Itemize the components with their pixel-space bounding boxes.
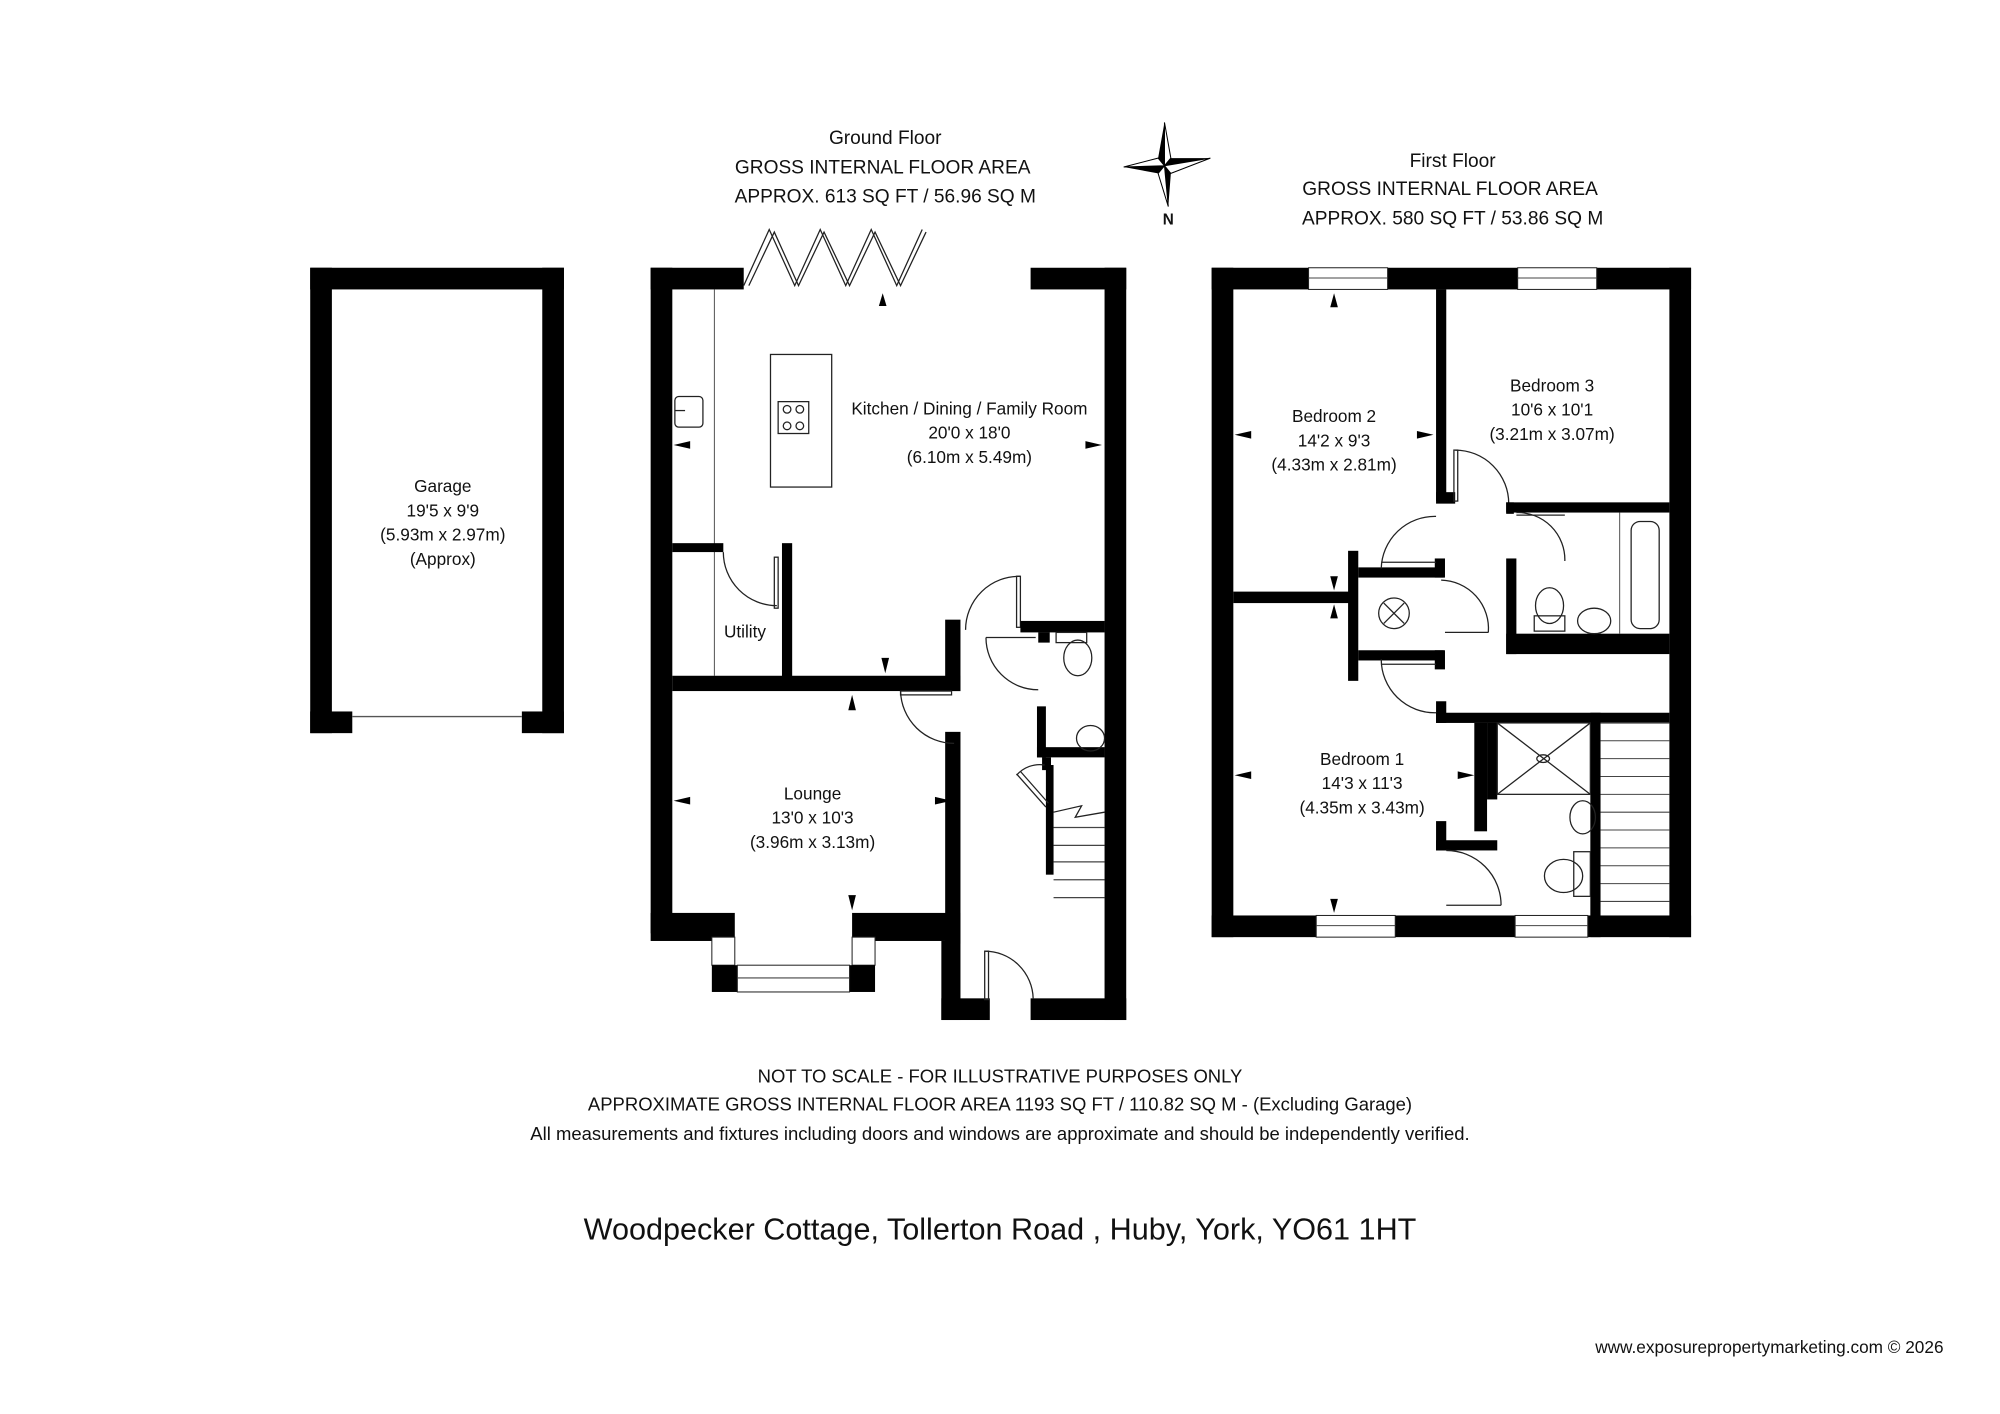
first-floor-heading: First Floor GROSS INTERNAL FLOOR AREA AP…	[1302, 151, 1603, 229]
first-floor-dimension-arrows	[1234, 293, 1475, 913]
kitchen-dining-family-label: Kitchen / Dining / Family Room	[851, 398, 1087, 418]
first-floor-area-value: APPROX. 580 SQ FT / 53.86 SQ M	[1302, 208, 1603, 229]
ground-floor-area-value: APPROX. 613 SQ FT / 56.96 SQ M	[735, 187, 1036, 208]
bedroom-1-label: Bedroom 1	[1320, 749, 1404, 769]
svg-text:(4.33m x 2.81m): (4.33m x 2.81m)	[1271, 454, 1396, 474]
ground-floor-heading: Ground Floor GROSS INTERNAL FLOOR AREA A…	[735, 128, 1036, 208]
bedroom-2-label: Bedroom 2	[1292, 406, 1376, 426]
website-credit: www.exposurepropertymarketing.com © 2026	[1594, 1337, 1943, 1357]
lounge-label: Lounge	[784, 783, 841, 803]
garage-label: Garage	[414, 476, 471, 496]
ground-floor-plan: Kitchen / Dining / Family Room 20'0 x 18…	[650, 227, 1127, 1021]
ground-floor-title: Ground Floor	[829, 128, 942, 149]
svg-text:(6.10m x 5.49m): (6.10m x 5.49m)	[907, 447, 1032, 467]
svg-text:14'3 x 11'3: 14'3 x 11'3	[1322, 773, 1403, 793]
utility-label: Utility	[724, 622, 766, 642]
svg-text:14'2 x 9'3: 14'2 x 9'3	[1298, 430, 1371, 450]
property-address: Woodpecker Cottage, Tollerton Road , Hub…	[584, 1212, 1417, 1246]
compass-label: N	[1163, 211, 1174, 228]
first-floor-plan: Bedroom 2 14'2 x 9'3 (4.33m x 2.81m) Bed…	[1211, 267, 1692, 938]
svg-text:13'0 x 10'3: 13'0 x 10'3	[772, 808, 854, 828]
disclaimer: NOT TO SCALE - FOR ILLUSTRATIVE PURPOSES…	[530, 1065, 1469, 1143]
svg-text:20'0 x 18'0: 20'0 x 18'0	[928, 423, 1010, 443]
disclaimer-line-2: APPROXIMATE GROSS INTERNAL FLOOR AREA 11…	[588, 1094, 1412, 1115]
bedroom-3-label: Bedroom 3	[1510, 375, 1594, 395]
first-floor-area-label: GROSS INTERNAL FLOOR AREA	[1302, 179, 1598, 200]
svg-text:19'5 x 9'9: 19'5 x 9'9	[407, 500, 480, 520]
compass-north-icon: N	[1123, 122, 1211, 228]
garage-plan: Garage 19'5 x 9'9 (5.93m x 2.97m) (Appro…	[310, 267, 564, 734]
svg-text:(3.21m x 3.07m): (3.21m x 3.07m)	[1489, 424, 1614, 444]
first-floor-title: First Floor	[1410, 151, 1497, 172]
svg-text:(3.96m x 3.13m): (3.96m x 3.13m)	[750, 832, 875, 852]
ground-floor-area-label: GROSS INTERNAL FLOOR AREA	[735, 157, 1031, 178]
svg-text:10'6 x 10'1: 10'6 x 10'1	[1511, 400, 1593, 420]
disclaimer-line-3: All measurements and fixtures including …	[530, 1123, 1469, 1144]
disclaimer-line-1: NOT TO SCALE - FOR ILLUSTRATIVE PURPOSES…	[758, 1065, 1243, 1086]
dimension-arrows	[673, 293, 1103, 911]
svg-text:(4.35m x 3.43m): (4.35m x 3.43m)	[1299, 797, 1424, 817]
svg-text:(5.93m x 2.97m): (5.93m x 2.97m)	[380, 525, 505, 545]
svg-text:(Approx): (Approx)	[410, 549, 476, 569]
